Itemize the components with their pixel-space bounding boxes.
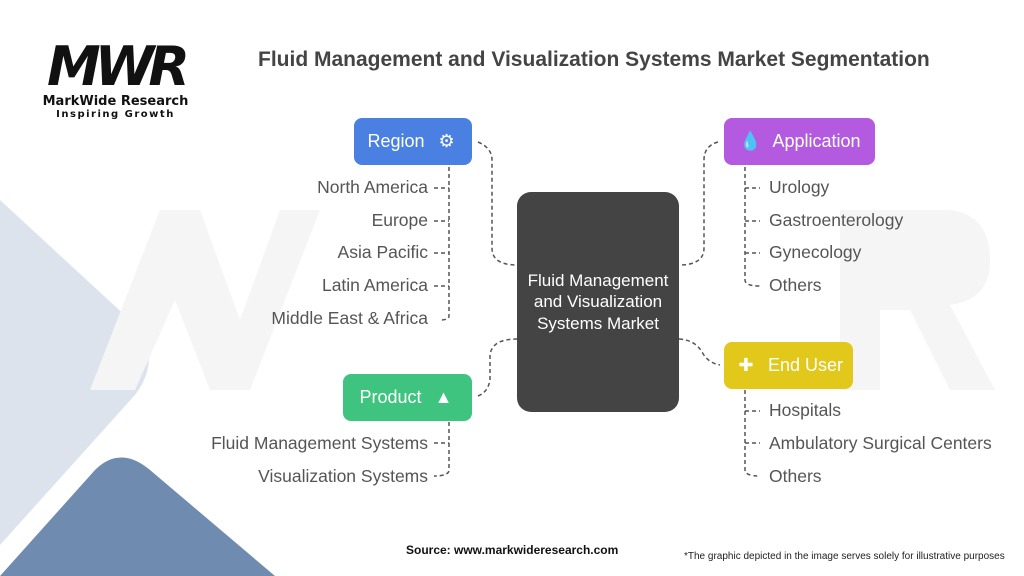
application-label: Application — [772, 131, 861, 151]
product-label: Product — [359, 387, 422, 407]
location-gear-icon: ⚙ — [438, 131, 455, 151]
list-item: Gastroenterology — [769, 210, 904, 230]
disclaimer-note: *The graphic depicted in the image serve… — [684, 551, 1005, 562]
logo-mark: MWR — [47, 35, 190, 98]
list-item: Middle East & Africa — [271, 308, 428, 328]
list-item: Fluid Management Systems — [211, 433, 428, 453]
list-item: Latin America — [321, 275, 428, 295]
logo: MWR MarkWide Research Inspiring Growth — [38, 35, 193, 121]
shield-plus-icon: ✚ — [738, 355, 754, 375]
logo-tagline: Inspiring Growth — [56, 109, 175, 120]
region-label: Region — [367, 131, 425, 151]
category-end-user: ✚ End User — [724, 342, 853, 389]
end-user-label: End User — [767, 355, 844, 375]
dropper-icon: 💧 — [739, 131, 762, 151]
list-item: Gynecology — [769, 242, 862, 262]
list-item: Urology — [769, 177, 830, 197]
list-item: Visualization Systems — [258, 466, 428, 486]
list-item: Others — [769, 466, 822, 486]
list-item: Europe — [371, 210, 428, 230]
list-item: Others — [769, 275, 822, 295]
list-item: Hospitals — [769, 400, 841, 420]
page-title: Fluid Management and Visualization Syste… — [258, 48, 930, 71]
list-item: Asia Pacific — [337, 242, 428, 262]
list-item: Ambulatory Surgical Centers — [769, 433, 992, 453]
center-node: Fluid Management and Visualization Syste… — [517, 192, 679, 412]
list-item: North America — [317, 177, 428, 197]
document-icon: ▲ — [434, 387, 453, 407]
category-product: Product ▲ — [343, 374, 472, 421]
category-region: Region ⚙ — [354, 118, 472, 165]
source-text: Source: www.markwideresearch.com — [406, 543, 619, 557]
logo-name: MarkWide Research — [42, 94, 189, 109]
category-application: 💧 Application — [724, 118, 875, 165]
